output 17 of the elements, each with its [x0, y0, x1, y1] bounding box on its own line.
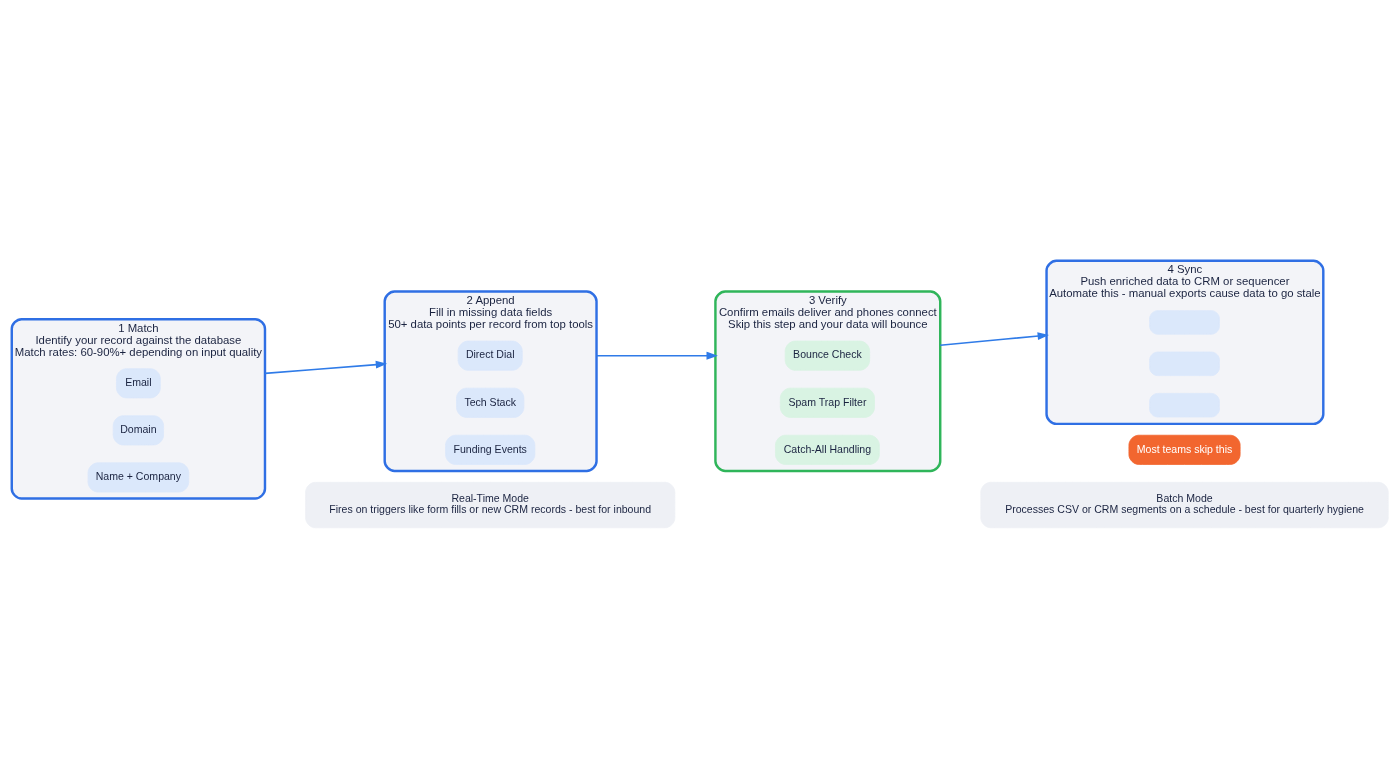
cluster: 4 Sync Push enriched data to CRM or sequencer Automate this - manual exports cause data to go stale — [1045, 259, 1325, 425]
node-box: Email — [116, 367, 161, 398]
node-box — [1149, 351, 1220, 376]
node-box — [1149, 309, 1220, 335]
node-box: Spam Trap Filter — [779, 387, 875, 418]
node-box: Domain — [112, 414, 164, 445]
arrow — [595, 351, 718, 360]
node-box: Name + Company — [87, 461, 190, 492]
node-box: Direct Dial — [457, 340, 523, 371]
node-box: Bounce Check — [784, 340, 871, 371]
arrow — [264, 360, 388, 374]
node-box: Funding Events — [445, 434, 536, 465]
arrow — [939, 331, 1049, 346]
node-box: Tech Stack — [456, 387, 525, 418]
node-box — [1149, 392, 1220, 417]
node-box: Most teams skip this — [1128, 434, 1241, 465]
node-box: Catch-All Handling — [775, 434, 880, 465]
